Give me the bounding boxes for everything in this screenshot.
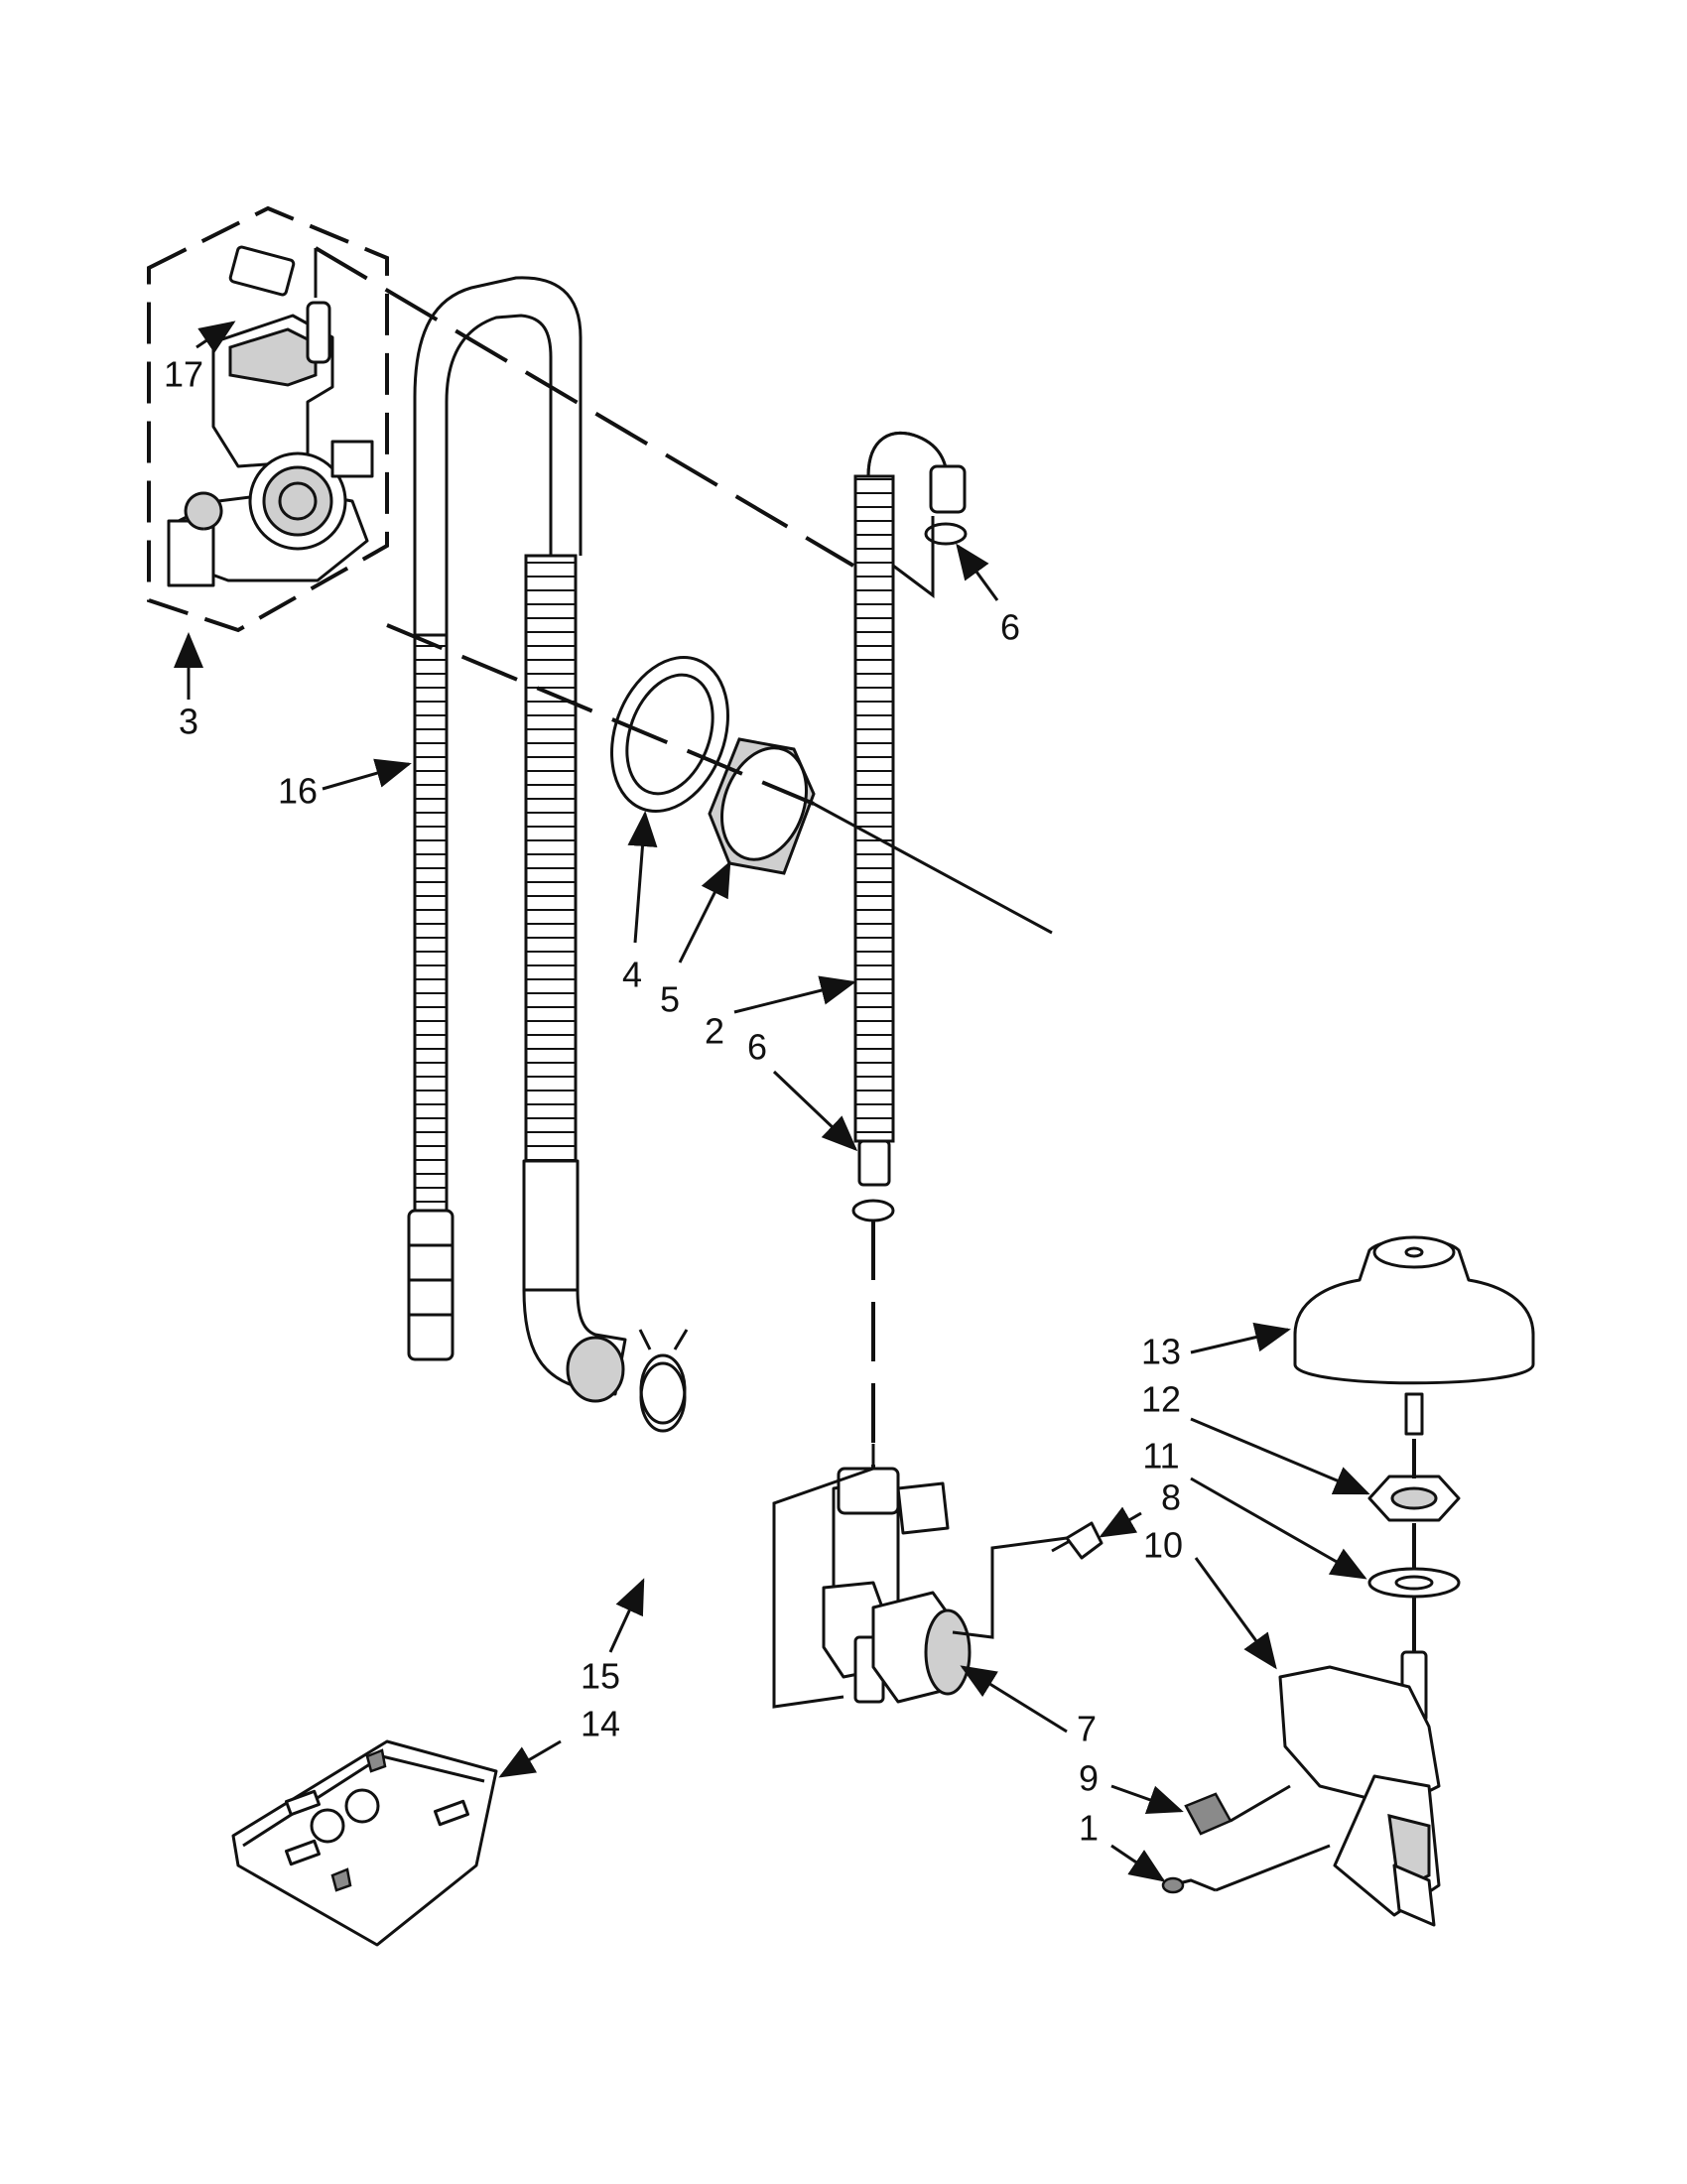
fill-hose-elbow-opening: [566, 1336, 625, 1403]
callout-4: 4: [622, 955, 642, 995]
alignment-lines: [314, 246, 1416, 1892]
sump-pump-assembly: [147, 205, 389, 633]
callout-8: 8: [1161, 1477, 1181, 1518]
hardware-bag-outline: [231, 1739, 498, 1947]
bag-bracket-3: [285, 1839, 321, 1866]
leader-9: [1110, 1784, 1184, 1815]
bag-bracket-2: [434, 1799, 469, 1827]
leader-1: [1110, 1844, 1166, 1882]
drain-hose-end-fitting: [407, 1209, 454, 1361]
leader-2: [733, 975, 856, 1014]
leader-12: [1190, 1417, 1370, 1495]
callout-15: 15: [581, 1656, 620, 1697]
leader-14: [498, 1739, 562, 1778]
wire-harness: [1161, 1876, 1217, 1894]
inlet-hose: [851, 431, 968, 1222]
callout-1: 1: [1079, 1808, 1099, 1849]
callout-3: 3: [179, 702, 198, 742]
leader-6-bottom: [772, 1070, 858, 1152]
callout-17: 17: [164, 354, 203, 395]
float-stem: [1404, 1392, 1424, 1436]
leader-7: [960, 1665, 1068, 1734]
leader-6-top: [956, 543, 999, 601]
valve-terminal-block: [896, 1481, 950, 1535]
callout-6-top: 6: [1000, 607, 1020, 648]
drain-hose-corrugated-section: [413, 633, 449, 1272]
fill-hose-lower-collar: [522, 1159, 580, 1292]
callout-11: 11: [1142, 1436, 1179, 1477]
callout-6-bottom: 6: [747, 1027, 767, 1068]
float-washer: [1367, 1567, 1461, 1599]
assembly-group-outline: [147, 205, 389, 633]
leader-5: [678, 860, 731, 964]
mounting-screw: [1051, 1521, 1103, 1560]
leader-11: [1190, 1477, 1367, 1580]
inlet-hose-top-fitting: [929, 464, 967, 514]
pump-vent-stem: [306, 301, 331, 364]
pump-mount-clip: [167, 519, 215, 587]
pump-side-bracket: [330, 440, 374, 478]
inlet-hose-bottom-fitting: [857, 1139, 891, 1187]
bag-clamp-2: [344, 1788, 380, 1824]
leader-13: [1190, 1322, 1291, 1354]
callout-10: 10: [1143, 1525, 1183, 1566]
leader-8: [1099, 1506, 1142, 1538]
leader-17: [195, 321, 236, 353]
float-dome: [1293, 1237, 1535, 1385]
callout-2: 2: [705, 1011, 724, 1052]
float-nut: [1367, 1475, 1461, 1522]
callout-7: 7: [1077, 1709, 1097, 1749]
bag-screw-1: [365, 1748, 387, 1773]
bag-screw-2: [330, 1867, 352, 1892]
hardware-bag: [231, 1739, 498, 1947]
pump-cover-plate: [228, 245, 296, 297]
valve-coil-top: [837, 1467, 900, 1515]
leader-4: [627, 811, 658, 944]
fill-hose-corrugated-section: [524, 554, 578, 1213]
float-switch-bracket: [1278, 1650, 1441, 1927]
callout-5: 5: [660, 979, 680, 1020]
leader-arrows: [174, 321, 1370, 1882]
micro-switch: [1184, 1792, 1233, 1836]
bag-clamp-1: [310, 1808, 345, 1844]
leader-10: [1194, 1557, 1277, 1670]
float-switch-tab: [1392, 1863, 1436, 1927]
callout-12: 12: [1141, 1379, 1181, 1420]
float-switch-housing: [1278, 1665, 1441, 1808]
callout-16: 16: [278, 771, 318, 812]
pump-impeller: [262, 465, 333, 537]
water-inlet-valve: [822, 1467, 972, 1704]
lower-hose-clamp: [851, 1199, 895, 1222]
callout-9: 9: [1079, 1758, 1099, 1799]
drain-hose: [407, 276, 627, 1403]
callout-14: 14: [581, 1704, 620, 1744]
callout-13: 13: [1141, 1332, 1181, 1372]
pump-outlet-port: [184, 491, 223, 531]
upper-hose-clamp: [924, 522, 968, 546]
callout-labels: 3 17 16 4 5 2 6 6 7 8 13 12 11 10 9 1 15…: [164, 354, 1183, 1849]
hose-clamp: [638, 1329, 689, 1433]
leader-15: [608, 1578, 645, 1653]
inlet-hose-corrugated-section: [853, 474, 895, 1143]
leader-16: [322, 758, 412, 791]
valve-inlet-opening: [924, 1608, 972, 1696]
bag-bracket-1: [285, 1789, 321, 1817]
pump-housing-inlet: [228, 327, 318, 387]
float: [1293, 1235, 1535, 1436]
